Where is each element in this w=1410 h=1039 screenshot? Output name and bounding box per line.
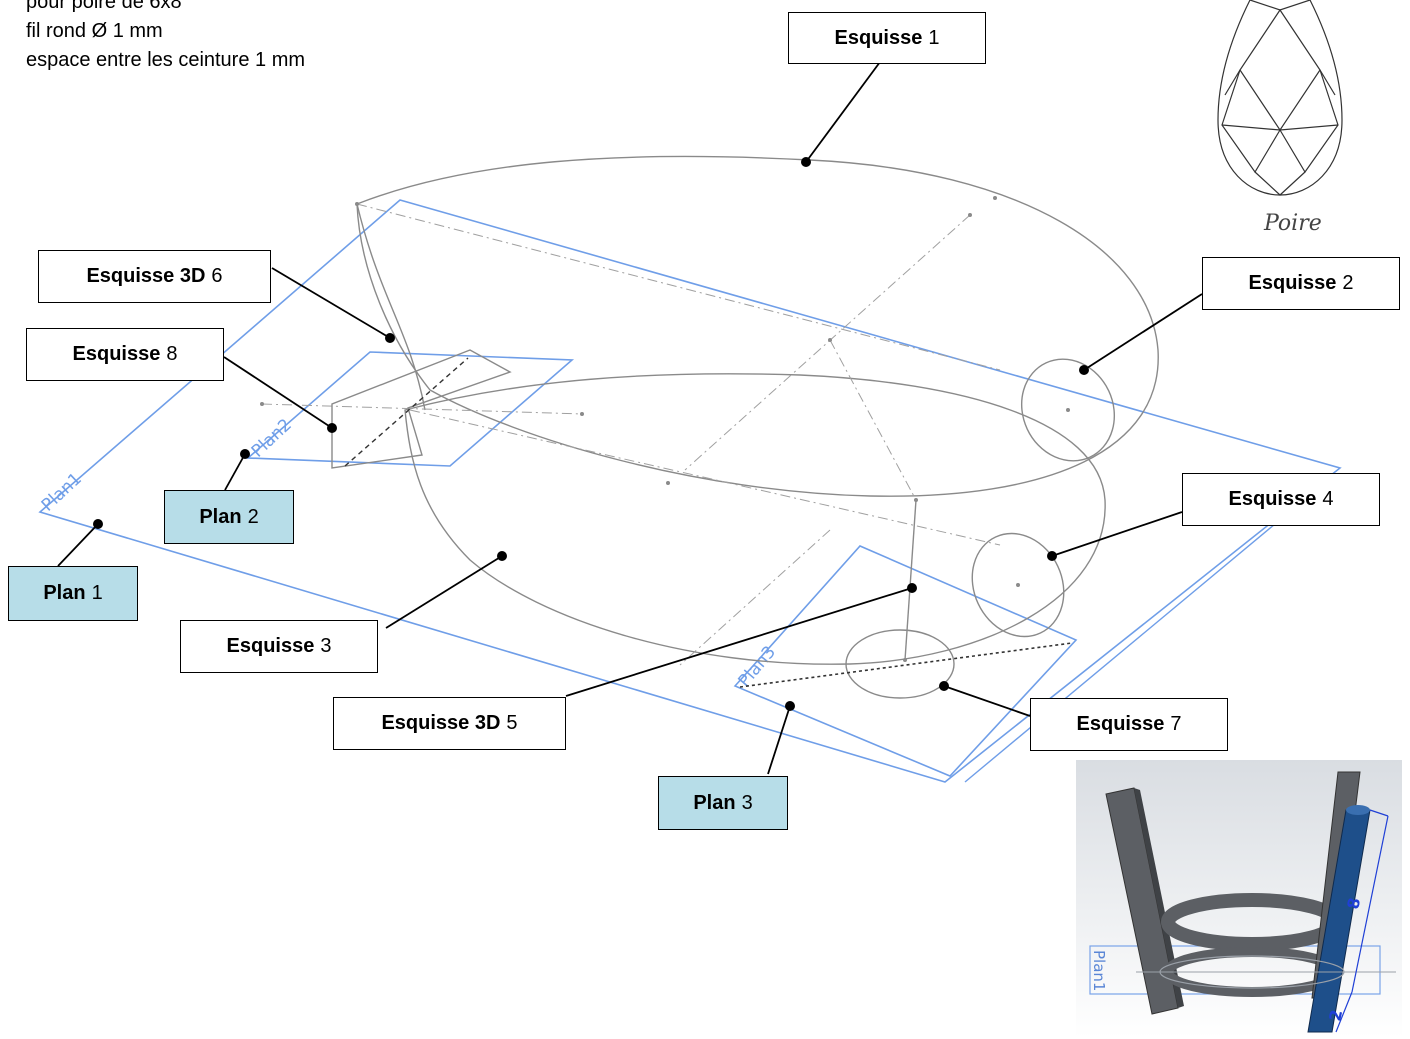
inset-grey-prong-left-side	[1134, 788, 1184, 1008]
callout-number: 3	[741, 791, 753, 814]
pear-gem-illustration	[1217, 0, 1343, 196]
callout-label: Esquisse	[834, 26, 923, 49]
callout-label: Esquisse	[226, 635, 315, 657]
callout-number: 1	[928, 26, 940, 49]
plan1-plane	[38, 199, 1342, 783]
note-pear-size: pour poire de 6x8	[26, 0, 182, 13]
callout-label: Esquisse	[1076, 713, 1165, 735]
callout-label: Plan	[199, 505, 242, 528]
gem-caption: Poire	[1264, 211, 1322, 236]
inset-dim-gap: 2	[1325, 1008, 1346, 1023]
leader-dots	[93, 157, 1089, 711]
callout-number: 5	[506, 712, 518, 734]
callout-number: 3	[320, 635, 332, 657]
plane-edge	[964, 523, 1276, 783]
plan2-plane-label: Plan2	[248, 415, 296, 462]
esquisse-7-ring	[845, 629, 955, 699]
callout-number: 4	[1322, 488, 1334, 510]
sketch-points	[260, 196, 1070, 662]
note-wire-diameter: fil rond Ø 1 mm	[26, 20, 163, 42]
callout-label: Esquisse	[1228, 488, 1317, 510]
inset-dimension-lines	[1335, 809, 1389, 1033]
callout-label: Esquisse	[72, 343, 161, 365]
plan3-dashed-axis	[739, 642, 1073, 688]
inset-blue-prong-top	[1346, 805, 1370, 815]
callout-number: 1	[91, 582, 103, 604]
callout-number: 6	[211, 265, 223, 287]
esquisse-2-ring	[1020, 358, 1116, 462]
inset-plane-label: Plan1	[1090, 950, 1108, 991]
esquisse-3d-6-curve	[356, 203, 426, 411]
esquisse-1-outline	[356, 155, 1159, 497]
plan1-plane-label: Plan1	[38, 469, 86, 516]
esquisse-3d-5-curve	[904, 499, 917, 661]
callout-label: Plan	[693, 791, 736, 814]
plan2-plane	[245, 351, 575, 467]
leader-lines	[57, 61, 1203, 775]
inset-3d-render: Plan1 8 2	[1076, 760, 1402, 1038]
inset-dim-height: 8	[1343, 896, 1364, 911]
plan3-plane-label: Plan3	[735, 642, 781, 691]
esquisse-8-profile	[331, 349, 512, 469]
callout-number: 7	[1170, 713, 1182, 735]
esquisse-4-ring	[971, 532, 1065, 638]
callout-number: 2	[1342, 272, 1354, 294]
callout-number: 2	[247, 505, 259, 528]
callout-label: Esquisse 3D	[381, 712, 501, 734]
esquisse-3-outline	[404, 373, 1106, 665]
callout-label: Esquisse 3D	[86, 265, 206, 287]
note-band-spacing: espace entre les ceinture 1 mm	[26, 49, 306, 71]
plan3-plane	[733, 545, 1078, 777]
construction-lines	[261, 203, 1001, 666]
callout-number: 8	[166, 343, 178, 365]
design-notes: pour poire de 6x8 fil rond Ø 1 mm espace…	[26, 0, 305, 75]
callout-label: Plan	[43, 582, 86, 604]
plan2-dashed-axis	[344, 357, 469, 467]
callout-label: Esquisse	[1248, 272, 1337, 294]
